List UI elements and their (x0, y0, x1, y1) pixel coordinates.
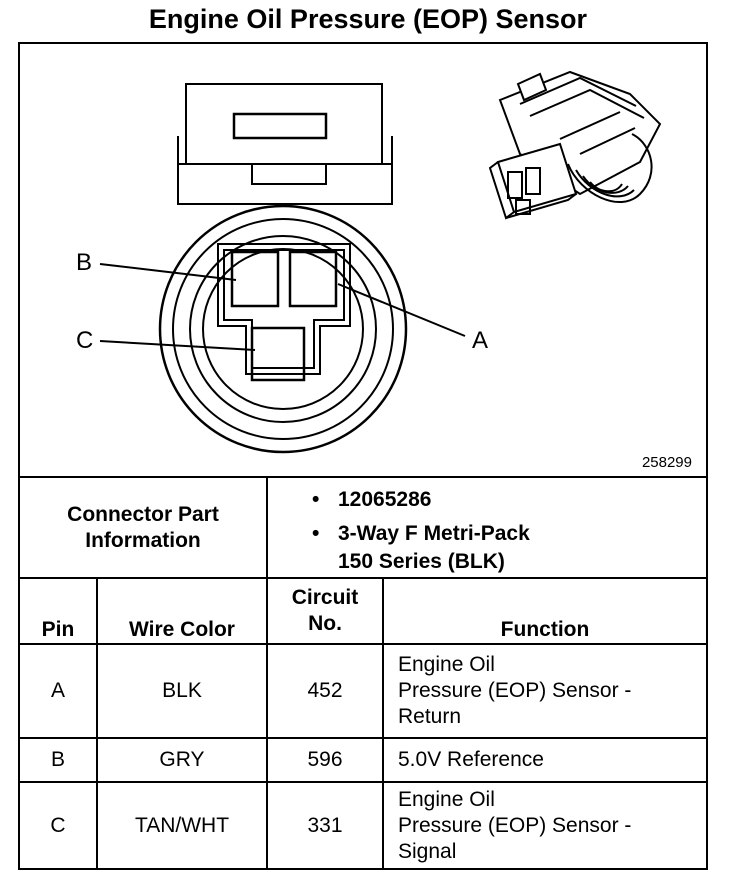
function-line: Return (398, 705, 462, 728)
divider (382, 579, 384, 868)
header-circuit-line2: No. (308, 612, 342, 635)
divider (96, 579, 98, 868)
table-row-function: 5.0V Reference (398, 739, 698, 781)
list-item: • 3-Way F Metri-Pack 150 Series (BLK) (312, 520, 530, 576)
divider (20, 577, 706, 579)
divider (20, 643, 706, 645)
table-row-circuit: 596 (307, 748, 343, 771)
connector-isometric-icon (488, 70, 662, 220)
function-line: 5.0V Reference (398, 748, 544, 771)
header-circuit: Circuit No. (268, 579, 382, 643)
divider (266, 579, 268, 868)
part-number: 12065286 (338, 488, 432, 511)
divider (20, 781, 706, 783)
bullet-icon: • (312, 522, 320, 545)
page-title: Engine Oil Pressure (EOP) Sensor (148, 4, 588, 34)
table-row-function: Engine Oil Pressure (EOP) Sensor - Signa… (398, 783, 698, 868)
bullet-icon: • (312, 488, 320, 511)
pin-b-label: B (76, 249, 92, 276)
header-wire-color: Wire Color (129, 618, 235, 641)
table-row-pin: B (50, 748, 65, 771)
figure-number: 258299 (641, 454, 692, 471)
connector-diagram: B C A 258299 (20, 44, 706, 478)
function-line: Signal (398, 839, 457, 863)
table-row-circuit: 331 (307, 813, 343, 837)
connector-info-label-line2: Information (85, 528, 201, 552)
table-row-circuit: 452 (307, 679, 343, 702)
connector-info-label: Connector Part Information (20, 478, 266, 577)
function-line: Pressure (EOP) Sensor - (398, 679, 632, 702)
header-function: Function (500, 618, 590, 641)
function-line: Engine Oil (398, 787, 495, 811)
function-line: Engine Oil (398, 653, 495, 676)
connector-chart: B C A 258299 Connector Part Information … (18, 42, 708, 870)
pin-c-label: C (76, 327, 93, 354)
divider (20, 476, 706, 478)
table-row-wire-color: TAN/WHT (134, 813, 230, 837)
function-line: Pressure (EOP) Sensor - (398, 813, 632, 837)
table-row-function: Engine Oil Pressure (EOP) Sensor - Retur… (398, 645, 698, 737)
connector-series: 150 Series (BLK) (338, 550, 505, 573)
table-row-wire-color: GRY (159, 748, 205, 771)
connector-type: 3-Way F Metri-Pack (338, 522, 530, 545)
header-circuit-line1: Circuit (291, 586, 359, 609)
divider (20, 737, 706, 739)
list-item: • 12065286 (312, 486, 530, 514)
connector-face-view: B C A (76, 70, 662, 454)
divider (266, 478, 268, 579)
pin-a-label: A (472, 327, 488, 354)
table-row-wire-color: BLK (162, 679, 202, 702)
header-pin: Pin (41, 618, 75, 641)
connector-info-label-line1: Connector Part (67, 502, 219, 526)
table-row-pin: C (50, 813, 66, 837)
table-row-pin: A (50, 679, 65, 702)
connector-info-list: • 12065286 • 3-Way F Metri-Pack 150 Seri… (312, 486, 530, 576)
